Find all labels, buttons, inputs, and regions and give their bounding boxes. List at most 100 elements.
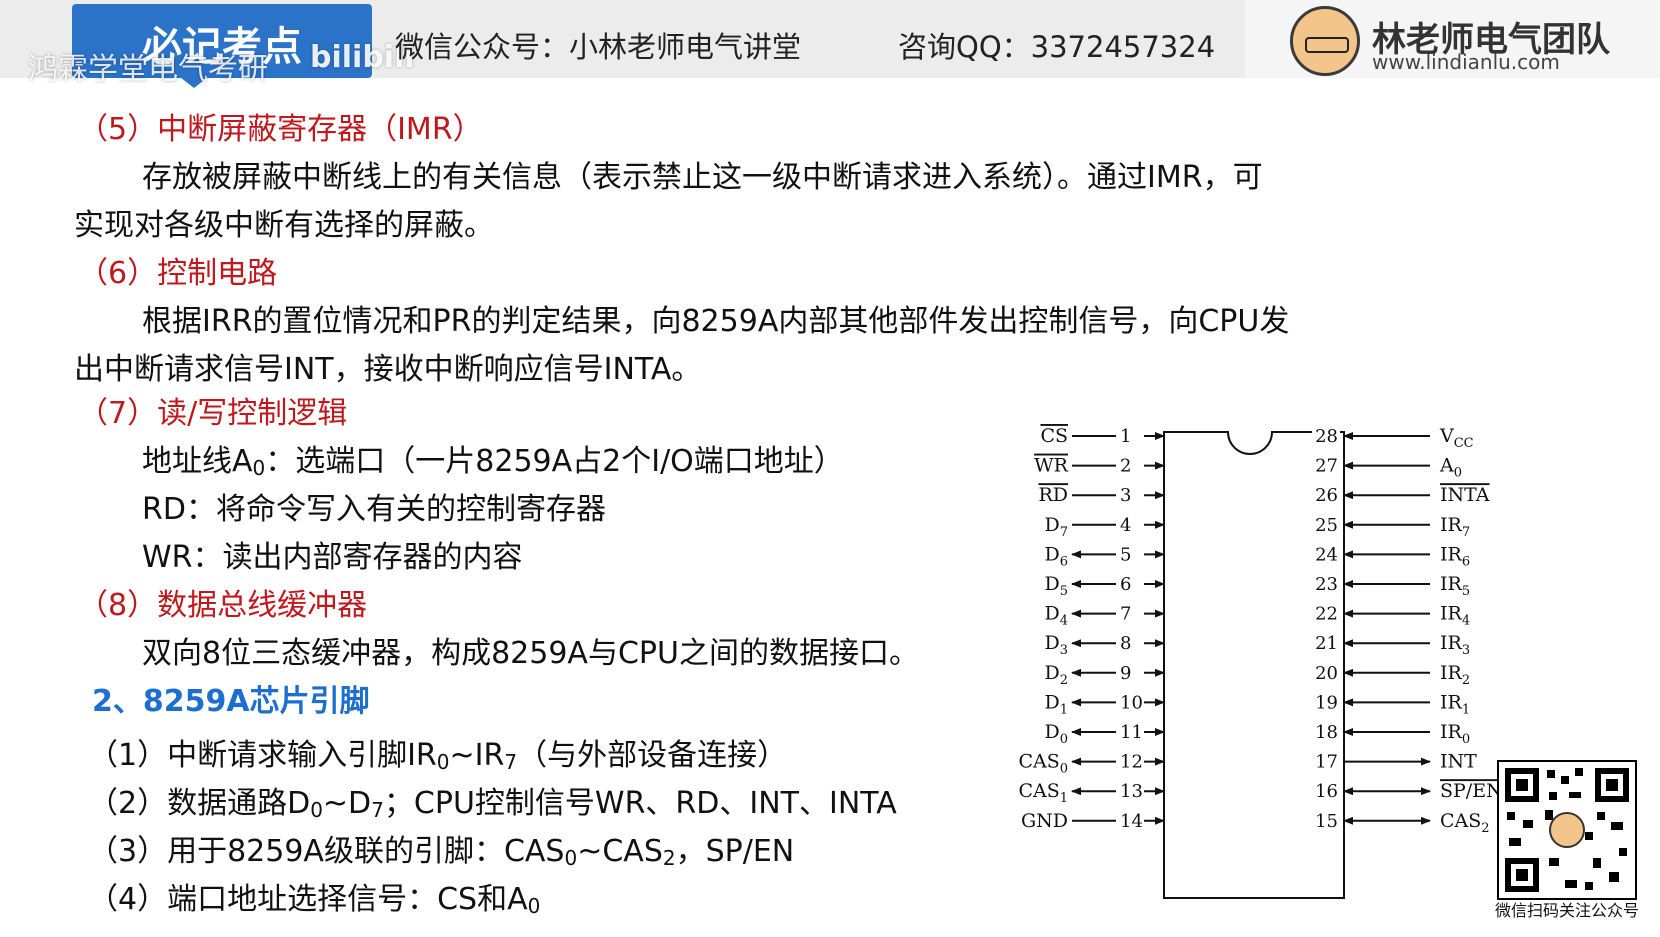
pin-number-7: 7	[1120, 604, 1131, 625]
section-7-rd: RD：将命令写入有关的控制寄存器	[142, 492, 606, 527]
section-badge: 必记考点	[72, 4, 372, 78]
pin-number-24: 24	[1315, 544, 1338, 565]
pin-label-24: IR6	[1440, 543, 1470, 569]
pin-label-18: IR0	[1440, 721, 1470, 747]
pin-24: 24 IR6	[1312, 543, 1470, 569]
pin-number-10: 10	[1120, 692, 1143, 713]
pin-label-22: IR4	[1440, 603, 1470, 629]
pin-18: 18 IR0	[1312, 721, 1470, 747]
pin-number-28: 28	[1315, 426, 1338, 447]
brand-name: 林老师电气团队	[1372, 20, 1610, 60]
qr-code-icon[interactable]	[1497, 760, 1637, 900]
pin-6: 6 D5	[1044, 573, 1165, 599]
pin-label-16: SP/EN	[1440, 780, 1503, 802]
chip-body	[1163, 431, 1345, 899]
watermark-text: 鸿霖学堂电气考研	[28, 52, 268, 87]
badge-label: 必记考点	[142, 24, 302, 70]
pin-15: 15 CAS2	[1312, 810, 1490, 836]
pin-17: 17 INT	[1312, 751, 1477, 773]
section-6-text-1: 根据IRR的置位情况和PR的判定结果，向8259A内部其他部件发出控制信号，向C…	[142, 304, 1290, 339]
pin-number-25: 25	[1315, 515, 1338, 536]
pin-2: 2 WR	[1034, 455, 1165, 477]
pin-4: 4 D7	[1044, 514, 1165, 540]
pin-number-8: 8	[1120, 633, 1131, 654]
qr-caption: 微信扫码关注公众号	[1495, 901, 1640, 920]
section-6-title: （6）控制电路	[78, 256, 278, 291]
pin-label-23: IR5	[1440, 573, 1470, 599]
pin-25: 25 IR7	[1312, 514, 1470, 540]
pin-label-1: CS	[1040, 425, 1068, 447]
pin-19: 19 IR1	[1312, 691, 1470, 717]
pin-label-2: WR	[1034, 455, 1069, 477]
pin-number-18: 18	[1315, 722, 1338, 743]
pin-number-11: 11	[1120, 722, 1143, 743]
pin-13: 13 CAS1	[1018, 780, 1165, 806]
pin-number-21: 21	[1315, 633, 1338, 654]
pin-9: 9 D2	[1044, 662, 1165, 688]
pin-10: 10 D1	[1044, 691, 1165, 717]
pin-number-14: 14	[1120, 811, 1143, 832]
pin-label-4: D7	[1044, 514, 1068, 540]
pin-7: 7 D4	[1044, 603, 1165, 629]
pin-label-3: RD	[1038, 484, 1068, 506]
pin-number-23: 23	[1315, 574, 1338, 595]
section-5-text-1: 存放被屏蔽中断线上的有关信息（表示禁止这一级中断请求进入系统）。通过IMR，可	[142, 160, 1263, 195]
qq-contact: 咨询QQ：3372457324	[898, 30, 1216, 64]
pin-number-2: 2	[1120, 456, 1131, 477]
bilibili-logo: bilibili	[310, 40, 415, 75]
pin-item-4: （4）端口地址选择信号：CS和A0	[88, 882, 541, 918]
pin-label-15: CAS2	[1440, 810, 1490, 836]
section-8-title: （8）数据总线缓冲器	[78, 588, 368, 623]
pin-label-10: D1	[1044, 691, 1068, 717]
pin-label-17: INT	[1440, 751, 1477, 773]
pin-item-3: （3）用于8259A级联的引脚：CAS0~CAS2，SP/EN	[88, 834, 795, 870]
pin-28: 28 VCC	[1312, 425, 1474, 451]
pin-number-5: 5	[1120, 544, 1131, 565]
pin-number-13: 13	[1120, 781, 1143, 802]
pin-label-13: CAS1	[1018, 780, 1068, 806]
pin-label-27: A0	[1439, 455, 1462, 481]
pin-label-7: D4	[1044, 603, 1068, 629]
teacher-avatar-icon	[1290, 6, 1360, 76]
section-5-title: （5）中断屏蔽寄存器（IMR）	[78, 112, 483, 147]
section-5-text-2: 实现对各级中断有选择的屏蔽。	[74, 208, 494, 243]
pin-5: 5 D6	[1044, 543, 1165, 569]
pin-label-8: D3	[1044, 632, 1068, 658]
pin-number-9: 9	[1120, 663, 1131, 684]
pin-number-6: 6	[1120, 574, 1131, 595]
pin-number-17: 17	[1315, 752, 1338, 773]
section-7-wr: WR：读出内部寄存器的内容	[142, 540, 523, 575]
pin-number-19: 19	[1315, 692, 1338, 713]
pin-label-28: VCC	[1439, 425, 1474, 451]
pin-number-16: 16	[1315, 781, 1338, 802]
pin-label-20: IR2	[1440, 662, 1470, 688]
pin-label-5: D6	[1044, 543, 1068, 569]
section-7-title: （7）读/写控制逻辑	[78, 396, 348, 431]
pin-item-1: （1）中断请求输入引脚IR0~IR7（与外部设备连接）	[88, 738, 788, 774]
brand-url: www.lindianlu.com	[1372, 50, 1560, 74]
heading-8259a-pins: 2、8259A芯片引脚	[92, 684, 370, 719]
pin-3: 3RD	[1038, 484, 1165, 506]
pin-label-9: D2	[1044, 662, 1068, 688]
section-8-text: 双向8位三态缓冲器，构成8259A与CPU之间的数据接口。	[142, 636, 919, 671]
pin-item-2: （2）数据通路D0~D7；CPU控制信号WR、RD、INT、INTA	[88, 786, 897, 822]
pin-label-19: IR1	[1440, 691, 1470, 717]
pin-label-6: D5	[1044, 573, 1068, 599]
pin-1: 1CS	[1040, 425, 1165, 447]
pin-label-25: IR7	[1440, 514, 1470, 540]
pin-16: 16 SP/EN	[1312, 780, 1503, 802]
pin-number-4: 4	[1120, 515, 1131, 536]
pin-number-26: 26	[1315, 485, 1338, 506]
pin-number-15: 15	[1315, 811, 1338, 832]
pin-label-12: CAS0	[1018, 751, 1068, 777]
